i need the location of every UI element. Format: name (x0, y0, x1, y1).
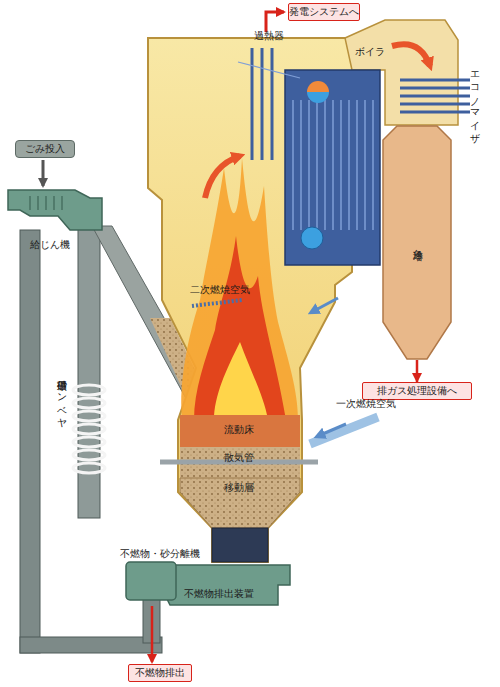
flame-core (214, 342, 268, 420)
part-label: 不燃物・砂分離機 (120, 548, 200, 559)
destination-box: 排ガス処理設備へ (362, 382, 472, 400)
destination-box: 発電システムへ (288, 3, 360, 21)
part-label: 不燃物排出装置 (184, 588, 254, 599)
part-label: 過熱器 (254, 30, 284, 41)
superheater-header (238, 62, 300, 78)
part-label: 流動床 (224, 424, 254, 435)
feeder-body (8, 190, 102, 230)
fluidized-bed (180, 415, 300, 447)
conveyor-pipe (20, 230, 40, 653)
node-label: ごみ投入 (25, 143, 65, 155)
part-label: 二次燃焼空気 (190, 284, 250, 295)
discharge-device (165, 565, 290, 605)
destination-box: 不燃物排出 (128, 664, 192, 682)
steam-drum (307, 81, 329, 92)
feed-arrow (42, 160, 45, 186)
economizer-coil (400, 80, 470, 112)
secondary-air-nozzle (192, 300, 242, 306)
part-label: 散気管 (224, 452, 254, 463)
water-drum (301, 227, 323, 249)
discharge-arrow (151, 606, 154, 662)
part-label: 砂循環コンベヤ (57, 372, 68, 423)
input-box: ごみ投入 (15, 140, 75, 158)
primary-air-pipe (310, 417, 378, 444)
flame-inner (194, 236, 286, 420)
flame-outer (181, 158, 298, 420)
feeder-screw (30, 196, 62, 210)
steam-drum (307, 92, 329, 103)
secondary-air-arrow (312, 298, 338, 312)
separator (126, 562, 176, 600)
tower-body (383, 126, 451, 359)
part-label: 移動層 (224, 482, 254, 493)
gas-flow-arrow (392, 44, 430, 66)
node-label: 排ガス処理設備へ (377, 385, 457, 397)
superheater-tubes (252, 48, 272, 160)
quench-tower: 急冷塔 (382, 125, 452, 360)
node-label: 不燃物排出 (135, 667, 185, 679)
moving-bed (180, 478, 300, 528)
gas-flow-arrow (205, 156, 240, 198)
steam-arrow (266, 12, 284, 32)
part-label: エコノマイザ (470, 66, 481, 138)
part-label: ボイラ (355, 46, 385, 57)
node-label: 発電システムへ (289, 6, 359, 18)
conveyor-spring (73, 385, 105, 473)
primary-air-arrow (318, 424, 346, 436)
part-label: 給じん機 (30, 239, 70, 250)
boiler-tube-bank (285, 70, 380, 265)
discharge-neck (212, 528, 268, 562)
node-label: 急冷塔 (411, 241, 423, 244)
conveyor-pipe (20, 637, 162, 653)
boiler-tubes (293, 100, 373, 230)
flow-arrow (416, 360, 419, 382)
part-label: 一次燃焼空気 (336, 398, 396, 409)
